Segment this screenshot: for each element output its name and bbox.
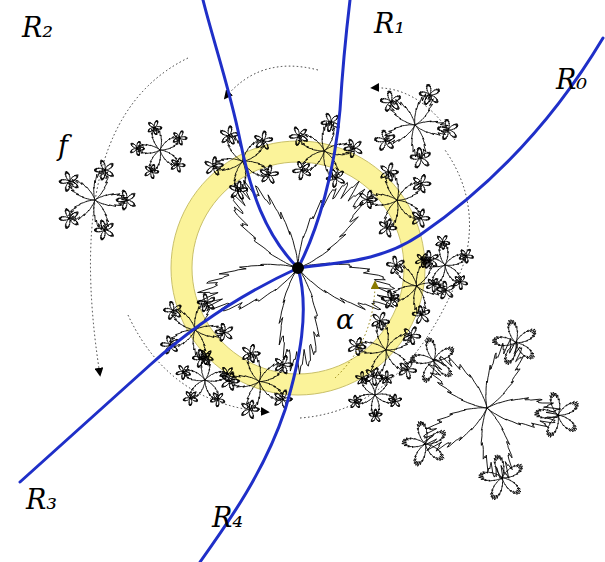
julia-petal [380,91,401,112]
julia-petal [163,301,181,320]
julia-petal [59,171,79,192]
julia-petal [197,293,215,312]
julia-petal [220,367,235,382]
julia-petal [390,259,447,316]
julia-petal [210,393,225,408]
julia-petal [292,161,311,180]
julia-petal [183,391,198,406]
julia-petal [229,181,248,200]
julia-petal [399,361,417,380]
julia-petal [412,306,430,324]
julia-petal [535,392,579,437]
julia-petal [215,323,233,342]
julia-petal [415,254,430,268]
ray-label: R₄ [212,504,243,531]
julia-petal [145,164,159,179]
julia-petal [453,276,468,290]
julia-petal [413,174,431,193]
ray-label: R₂ [22,14,53,41]
julia-petal [384,94,449,159]
julia-petal [148,120,162,135]
julia-set [59,84,579,500]
ray-label: R₀ [556,66,587,93]
julia-petal [380,371,394,384]
julia-petal [410,147,431,168]
ray-label: R₃ [26,486,57,513]
julia-petal [130,141,144,156]
julia-petal [94,220,114,241]
point-label: α [336,306,354,333]
julia-petal [344,139,363,158]
julia-petal [381,290,399,308]
julia-petal [459,249,474,263]
julia-petal [254,131,273,150]
julia-petal [492,320,536,365]
julia-petal [369,409,383,422]
julia-petal [386,256,404,274]
julia-petal [381,163,399,182]
julia-petal [220,126,239,145]
julia-petal [289,127,308,146]
julia-petal [173,131,187,146]
julia-petal [410,338,454,383]
map-label: f [58,132,68,159]
julia-petal [374,130,395,151]
julia-petal [436,235,451,249]
julia-petal [355,371,369,384]
julia-petal [198,350,213,365]
julia-petal [176,365,191,380]
julia-petal [171,158,185,173]
ray-label: R₁ [374,10,405,37]
julia-petal [59,208,79,229]
julia-petal [360,190,378,209]
julia-petal [242,344,260,363]
julia-petal [412,209,430,228]
julia-petal [402,421,446,466]
julia-petal [198,180,400,374]
julia-petal [260,165,279,184]
julia-petal [388,394,402,407]
julia-petal [205,157,224,176]
julia-petal [403,327,421,346]
julia-petal [426,278,441,292]
julia-petal [372,312,390,331]
julia-petal [419,84,440,105]
julia-petal [116,190,136,211]
julia-petal [241,400,259,419]
fixed-point [292,262,304,274]
julia-petal [275,355,293,374]
julia-petal [348,337,366,356]
julia-petal [479,455,523,500]
julia-petal [379,219,397,238]
external-rays [20,0,603,562]
julia-petal [94,160,114,181]
